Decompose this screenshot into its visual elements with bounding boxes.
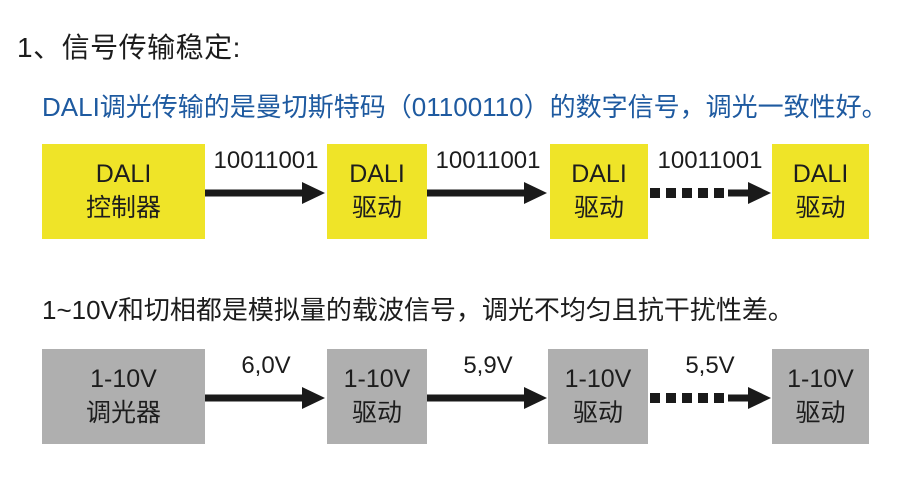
analog-driver-box-3: 1-10V 驱动 bbox=[772, 349, 869, 444]
analog-arrow-2: 5,9V bbox=[427, 349, 549, 444]
analog-driver-box-2: 1-10V 驱动 bbox=[548, 349, 648, 444]
dali-arrow-1: 10011001 bbox=[205, 144, 327, 239]
box-label-line2: 控制器 bbox=[85, 194, 161, 222]
analog-arrow-2-label: 5,9V bbox=[463, 352, 513, 379]
box-label-line2: 调光器 bbox=[85, 399, 161, 427]
box-label-line2: 驱动 bbox=[573, 194, 624, 222]
dali-arrow-2-label: 10011001 bbox=[435, 147, 541, 174]
dashed-arrow-icon bbox=[650, 387, 771, 409]
dali-arrow-3: 10011001 bbox=[648, 144, 772, 239]
analog-arrow-1-label: 6,0V bbox=[241, 352, 291, 379]
solid-arrow-icon bbox=[205, 182, 325, 204]
analog-arrow-1: 6,0V bbox=[205, 349, 327, 444]
dali-arrow-3-label: 10011001 bbox=[657, 147, 763, 174]
box-label-line2: 驱动 bbox=[572, 399, 623, 427]
analog-arrow-3-label: 5,5V bbox=[685, 352, 735, 379]
analog-description: 1~10V和切相都是模拟量的载波信号，调光不均匀且抗干扰性差。 bbox=[42, 295, 794, 325]
box-label-line1: DALI bbox=[571, 159, 627, 188]
dali-arrow-1-label: 10011001 bbox=[213, 147, 319, 174]
solid-arrow-icon bbox=[205, 387, 325, 409]
box-label-line1: 1-10V bbox=[90, 364, 157, 393]
analog-dimmer-box: 1-10V 调光器 bbox=[42, 349, 205, 444]
dali-driver-box-1: DALI 驱动 bbox=[327, 144, 427, 239]
analog-arrow-3: 5,5V bbox=[648, 349, 772, 444]
page-title: 1、信号传输稳定: bbox=[17, 32, 241, 63]
box-label-line1: DALI bbox=[95, 159, 152, 188]
box-label-line1: DALI bbox=[792, 159, 849, 188]
solid-arrow-icon bbox=[427, 182, 547, 204]
dali-arrow-2: 10011001 bbox=[427, 144, 549, 239]
box-label-line1: DALI bbox=[349, 159, 405, 188]
box-label-line1: 1-10V bbox=[343, 364, 411, 393]
box-label-line2: 驱动 bbox=[795, 194, 846, 222]
dali-driver-box-2: DALI 驱动 bbox=[550, 144, 648, 239]
solid-arrow-icon bbox=[427, 387, 547, 409]
dali-diagram: DALI 控制器 10011001 DALI 驱动 10011001 DALI … bbox=[0, 144, 900, 240]
box-label-line2: 驱动 bbox=[351, 399, 402, 427]
dashed-arrow-icon bbox=[650, 182, 771, 204]
box-label-line1: 1-10V bbox=[564, 364, 632, 393]
box-label-line1: 1-10V bbox=[787, 364, 854, 393]
analog-driver-box-1: 1-10V 驱动 bbox=[327, 349, 427, 444]
dali-controller-box: DALI 控制器 bbox=[42, 144, 205, 239]
box-label-line2: 驱动 bbox=[795, 399, 846, 427]
analog-diagram: 1-10V 调光器 6,0V 1-10V 驱动 5,9V 1-10V 驱动 bbox=[0, 349, 900, 445]
dali-description: DALI调光传输的是曼切斯特码（01100110）的数字信号，调光一致性好。 bbox=[42, 92, 888, 122]
box-label-line2: 驱动 bbox=[351, 194, 402, 222]
dali-driver-box-3: DALI 驱动 bbox=[772, 144, 869, 239]
